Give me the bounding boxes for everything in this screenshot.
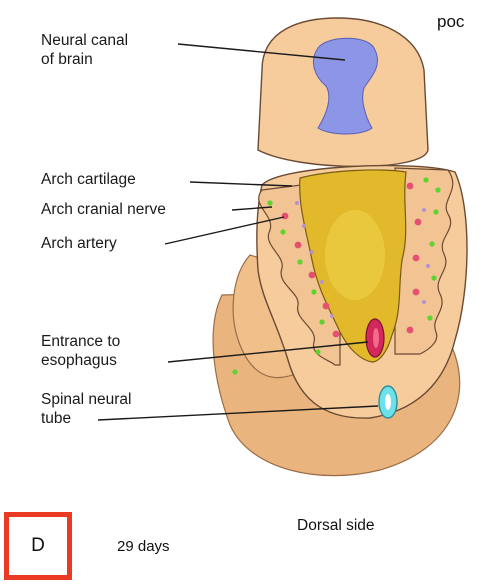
label-spinal-tube-line2: tube [41, 409, 131, 428]
label-entrance-line2: esophagus [41, 351, 120, 370]
label-arch-cranial-nerve: Arch cranial nerve [41, 200, 166, 219]
panel-letter: D [9, 517, 67, 575]
cropped-title-text: poc [437, 12, 464, 32]
label-neural-canal-line2: of brain [41, 50, 128, 69]
label-arch-artery: Arch artery [41, 234, 117, 253]
label-spinal-tube: Spinal neural tube [41, 390, 131, 428]
label-entrance-esophagus: Entrance to esophagus [41, 332, 120, 370]
panel-letter-box: D [4, 512, 72, 580]
esophagus-lumen [373, 328, 379, 348]
label-entrance-line1: Entrance to [41, 332, 120, 351]
view-caption: Dorsal side [297, 517, 375, 535]
label-neural-canal: Neural canal of brain [41, 31, 128, 69]
age-caption: 29 days [117, 538, 170, 555]
spinal-tube-lumen [385, 394, 391, 410]
pharynx-highlight [325, 210, 385, 300]
label-neural-canal-line1: Neural canal [41, 31, 128, 50]
label-arch-cartilage: Arch cartilage [41, 170, 136, 189]
label-spinal-tube-line1: Spinal neural [41, 390, 131, 409]
